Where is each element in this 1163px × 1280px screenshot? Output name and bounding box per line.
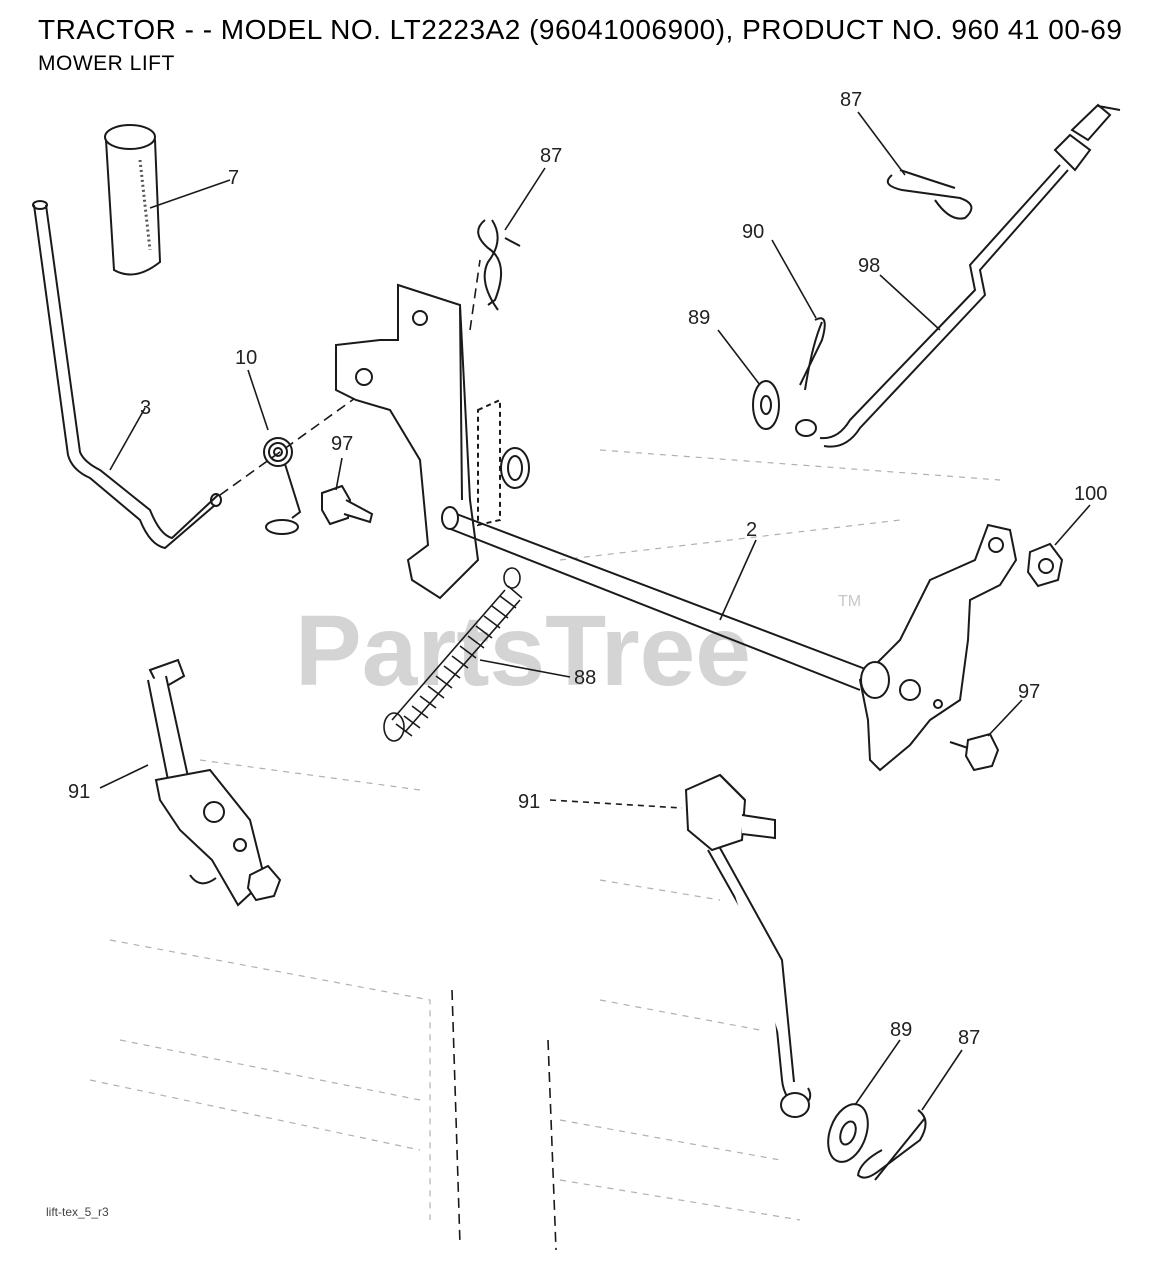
drawing-code: lift-tex_5_r3 [46,1205,109,1219]
lift-shaft-part-2 [441,506,869,691]
bolt-part-97-right [949,732,1000,772]
callout-88: 88 [574,667,596,689]
watermark-text: PartsTree [295,595,751,707]
callout-97-left: 97 [331,433,353,455]
callout-98: 98 [858,255,880,277]
diagram-title: TRACTOR - - MODEL NO. LT2223A2 (96041006… [38,14,1123,45]
callout-87-mid: 87 [540,145,562,167]
lift-link-rod-part-98 [795,103,1121,448]
hairpin-clip-part-87-top [886,169,973,220]
dashed-guide-lines [219,259,557,1251]
washer-part-89-bottom [827,1103,869,1163]
torsion-spring-part-10 [263,437,302,535]
lift-arm-part-91-right [684,773,812,1118]
bolt-part-97-left [321,484,374,526]
callout-90: 90 [742,221,764,243]
watermark-tm: TM [838,593,861,610]
callout-7: 7 [228,167,239,189]
callout-2: 2 [746,519,757,541]
hairpin-clip-part-87-bottom [856,1109,927,1181]
callout-87-bottom: 87 [958,1027,980,1049]
callout-91-left: 91 [68,781,90,803]
callout-87-top-right: 87 [840,89,862,111]
callout-10: 10 [235,347,257,369]
callout-91-right: 91 [518,791,540,813]
hairpin-clip-part-87-mid [477,219,521,311]
callout-3: 3 [140,397,151,419]
callout-100: 100 [1074,483,1107,505]
nut-part-100 [1026,542,1064,588]
background-deck-outline [89,449,1001,1221]
washer-part-89-top [752,380,780,430]
diagram-subtitle: MOWER LIFT [38,52,175,75]
cotter-pin-part-90 [799,317,826,391]
lift-lever-part-3 [32,200,222,550]
callout-97-right: 97 [1018,681,1040,703]
callout-89-bottom: 89 [890,1019,912,1041]
handle-grip-part-7 [104,124,162,276]
callout-leader-lines [99,111,1091,1111]
extension-spring-part-88 [383,567,523,742]
lift-arm-bracket-right [858,523,1018,772]
callout-89-top: 89 [688,307,710,329]
lift-bracket-plate [335,283,530,600]
lift-arm-part-91-left [147,658,282,907]
